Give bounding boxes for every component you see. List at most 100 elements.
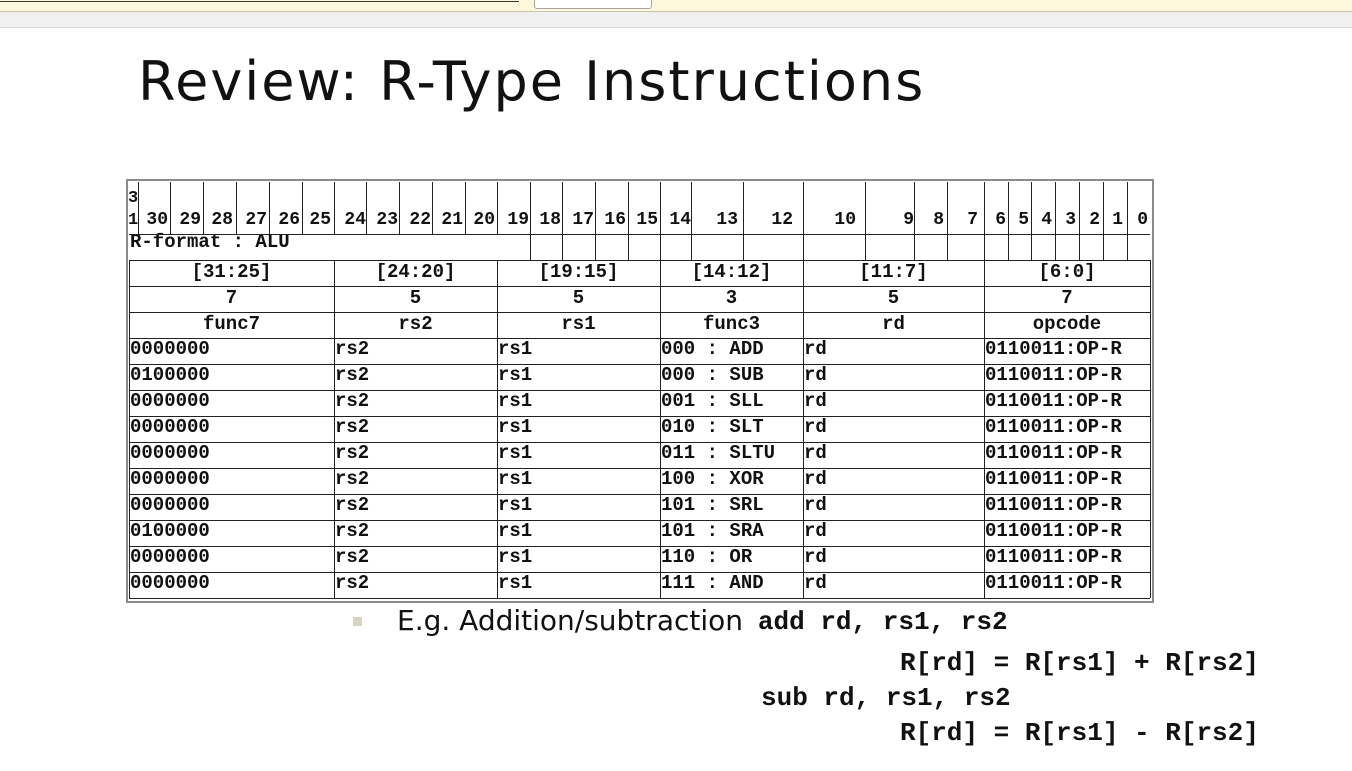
table-cell: rs2 — [335, 520, 370, 542]
table-cell: 0000000 — [130, 572, 210, 594]
table-cell: rs1 — [498, 442, 533, 464]
bit-divider — [691, 234, 692, 260]
bit-number-label: 17 — [572, 210, 594, 230]
column-divider — [334, 260, 335, 598]
table-cell: rs1 — [498, 468, 533, 490]
bit-range-label: [11:7] — [859, 261, 928, 283]
field-width-label: 3 — [725, 287, 738, 309]
table-cell: rs2 — [335, 546, 370, 568]
table-cell: 0100000 — [130, 364, 210, 386]
bit-divider — [1079, 234, 1080, 260]
field-width-label: 5 — [409, 287, 422, 309]
bit-divider — [203, 182, 204, 234]
table-cell: 0000000 — [130, 338, 210, 360]
column-divider — [660, 260, 661, 598]
bit-range-label: [6:0] — [1038, 261, 1096, 283]
table-cell: 100 : XOR — [661, 468, 764, 490]
bit-range-label: [14:12] — [691, 261, 772, 283]
bit-divider — [660, 182, 661, 234]
table-cell: 110 : OR — [661, 546, 753, 568]
bit-divider — [236, 182, 237, 234]
bit-divider — [984, 182, 985, 234]
bit-number-label: 26 — [278, 210, 300, 230]
add-semantics: R[rd] = R[rs1] + R[rs2] — [900, 648, 1259, 678]
table-cell: 0110011:OP-R — [985, 364, 1122, 386]
bit-divider — [947, 182, 948, 234]
field-width-label: 5 — [572, 287, 585, 309]
bit-divider — [170, 182, 171, 234]
field-width-label: 7 — [225, 287, 238, 309]
table-cell: 011 : SLTU — [661, 442, 776, 464]
bit-number-label: 12 — [771, 210, 793, 230]
table-cell: rs1 — [498, 494, 533, 516]
bit-range-label: [19:15] — [538, 261, 619, 283]
table-cell: 0110011:OP-R — [985, 572, 1122, 594]
bit-divider — [334, 182, 335, 234]
bit-number-label: 21 — [441, 210, 463, 230]
bit-divider — [1008, 182, 1009, 234]
bit-number-label: 16 — [604, 210, 626, 230]
table-cell: 0110011:OP-R — [985, 442, 1122, 464]
bit-number-label: 2 — [1089, 210, 1100, 230]
bit-number-label: 7 — [967, 210, 978, 230]
bit-divider — [138, 182, 139, 234]
notification-button[interactable] — [534, 0, 652, 9]
field-name-label: rs2 — [398, 313, 433, 335]
bit-range-label: [24:20] — [375, 261, 456, 283]
table-cell: rd — [804, 520, 827, 542]
table-cell: 0110011:OP-R — [985, 390, 1122, 412]
row-divider — [129, 520, 1150, 521]
bit-divider — [628, 234, 629, 260]
field-name-label: rs1 — [561, 313, 596, 335]
table-cell: rd — [804, 416, 827, 438]
row-divider — [129, 234, 1150, 235]
bit-divider — [691, 182, 692, 234]
bit-number-label: 10 — [834, 210, 856, 230]
table-cell: 0000000 — [130, 442, 210, 464]
field-width-label: 5 — [887, 287, 900, 309]
column-divider — [984, 260, 985, 598]
row-divider — [129, 572, 1150, 573]
table-cell: rs2 — [335, 416, 370, 438]
table-cell: 101 : SRA — [661, 520, 764, 542]
example-bullet-text: E.g. Addition/subtraction — [397, 604, 744, 637]
row-divider — [129, 598, 1150, 599]
bit-divider — [743, 234, 744, 260]
table-cell: rd — [804, 572, 827, 594]
row-divider — [129, 468, 1150, 469]
bit-number-label: 3 — [1065, 210, 1076, 230]
table-cell: rd — [804, 390, 827, 412]
table-cell: 0000000 — [130, 494, 210, 516]
bit-divider — [803, 182, 804, 234]
table-cell: 0100000 — [130, 520, 210, 542]
bit-divider — [562, 234, 563, 260]
table-cell: rs1 — [498, 520, 533, 542]
bit-number-label: 28 — [211, 210, 233, 230]
column-divider — [1150, 260, 1151, 598]
table-cell: 0000000 — [130, 468, 210, 490]
bit-number-label: 6 — [995, 210, 1006, 230]
table-cell: 0110011:OP-R — [985, 338, 1122, 360]
bit-divider — [1031, 234, 1032, 260]
table-cell: 0110011:OP-R — [985, 416, 1122, 438]
bit-divider — [595, 234, 596, 260]
bit-number-label: 5 — [1018, 210, 1029, 230]
bit-divider — [562, 182, 563, 234]
table-cell: 000 : SUB — [661, 364, 764, 386]
bit-divider — [1103, 234, 1104, 260]
row-divider — [129, 546, 1150, 547]
bit-number-label: 4 — [1041, 210, 1052, 230]
table-cell: 0110011:OP-R — [985, 520, 1122, 542]
bit-divider — [914, 182, 915, 234]
notification-link[interactable] — [0, 0, 519, 2]
table-cell: 0000000 — [130, 546, 210, 568]
table-cell: rs1 — [498, 338, 533, 360]
row-divider — [129, 312, 1150, 313]
table-cell: rs1 — [498, 546, 533, 568]
bit-number-label: 15 — [636, 210, 658, 230]
table-cell: 0000000 — [130, 390, 210, 412]
slide-title: Review: R-Type Instructions — [138, 50, 926, 113]
row-divider — [129, 260, 1150, 261]
field-name-label: func3 — [702, 313, 760, 335]
sub-semantics: R[rd] = R[rs1] - R[rs2] — [900, 718, 1259, 748]
